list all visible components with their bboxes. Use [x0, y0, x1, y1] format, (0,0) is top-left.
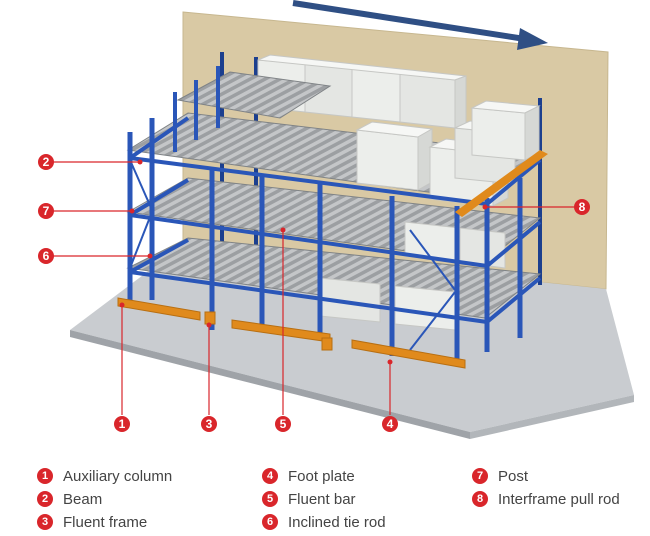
svg-text:6: 6 — [43, 249, 50, 263]
callout-marker-1: 1 — [114, 416, 130, 432]
legend-badge: 2 — [37, 491, 53, 507]
side-bracing — [129, 159, 456, 351]
svg-text:5: 5 — [280, 417, 287, 431]
legend-label: Auxiliary column — [63, 467, 173, 485]
svg-text:1: 1 — [119, 417, 126, 431]
interframe-rail — [455, 150, 548, 217]
callout-leaders — [52, 161, 574, 415]
svg-text:4: 4 — [387, 417, 394, 431]
legend-label: Beam — [63, 490, 103, 508]
svg-text:3: 3 — [206, 417, 213, 431]
callout-leader-dots — [119, 159, 488, 365]
legend-item-interframe-pull-rod: 8 Interframe pull rod — [472, 489, 620, 509]
legend-label: Fluent frame — [63, 513, 148, 531]
callout-marker-8: 8 — [574, 199, 590, 215]
legend-label: Inclined tie rod — [288, 513, 386, 531]
legend-badge: 3 — [37, 514, 53, 530]
svg-text:8: 8 — [579, 200, 586, 214]
legend-badge: 6 — [262, 514, 278, 530]
legend-badge: 5 — [262, 491, 278, 507]
flow-direction-arrow-icon — [292, 0, 548, 50]
legend-badge: 4 — [262, 468, 278, 484]
legend-item-beam: 2 Beam — [37, 489, 102, 509]
legend-label: Interframe pull rod — [498, 490, 620, 508]
upper-posts — [173, 66, 220, 152]
pallet-boxes-top-front — [355, 100, 541, 207]
legend-item-post: 7 Post — [472, 466, 528, 486]
floor-edge — [70, 330, 470, 439]
legend-label: Post — [498, 467, 529, 485]
front-uprights — [127, 118, 523, 366]
legend-item-inclined-tie-rod: 6 Inclined tie rod — [262, 512, 386, 532]
svg-text:7: 7 — [43, 204, 50, 218]
legend-item-auxiliary-column: 1 Auxiliary column — [37, 466, 172, 486]
legend-badge: 7 — [472, 468, 488, 484]
callout-marker-7: 7 — [38, 203, 54, 219]
legend-item-fluent-bar: 5 Fluent bar — [262, 489, 356, 509]
callout-marker-5: 5 — [275, 416, 291, 432]
legend-label: Foot plate — [288, 467, 355, 485]
callout-marker-4: 4 — [382, 416, 398, 432]
legend-badge: 8 — [472, 491, 488, 507]
legend-badge: 1 — [37, 468, 53, 484]
svg-text:2: 2 — [43, 155, 50, 169]
front-beams — [128, 116, 542, 324]
legend-item-fluent-frame: 3 Fluent frame — [37, 512, 147, 532]
legend: 1 Auxiliary column 2 Beam 3 Fluent frame… — [0, 462, 650, 532]
legend-label: Fluent bar — [288, 490, 356, 508]
flow-rack-illustration: 2 7 6 1 3 5 4 8 — [38, 0, 634, 439]
floor-edge-side — [470, 395, 634, 439]
legend-item-foot-plate: 4 Foot plate — [262, 466, 355, 486]
callout-marker-6: 6 — [38, 248, 54, 264]
foot-plates — [117, 297, 466, 369]
callout-marker-3: 3 — [201, 416, 217, 432]
callout-marker-2: 2 — [38, 154, 54, 170]
